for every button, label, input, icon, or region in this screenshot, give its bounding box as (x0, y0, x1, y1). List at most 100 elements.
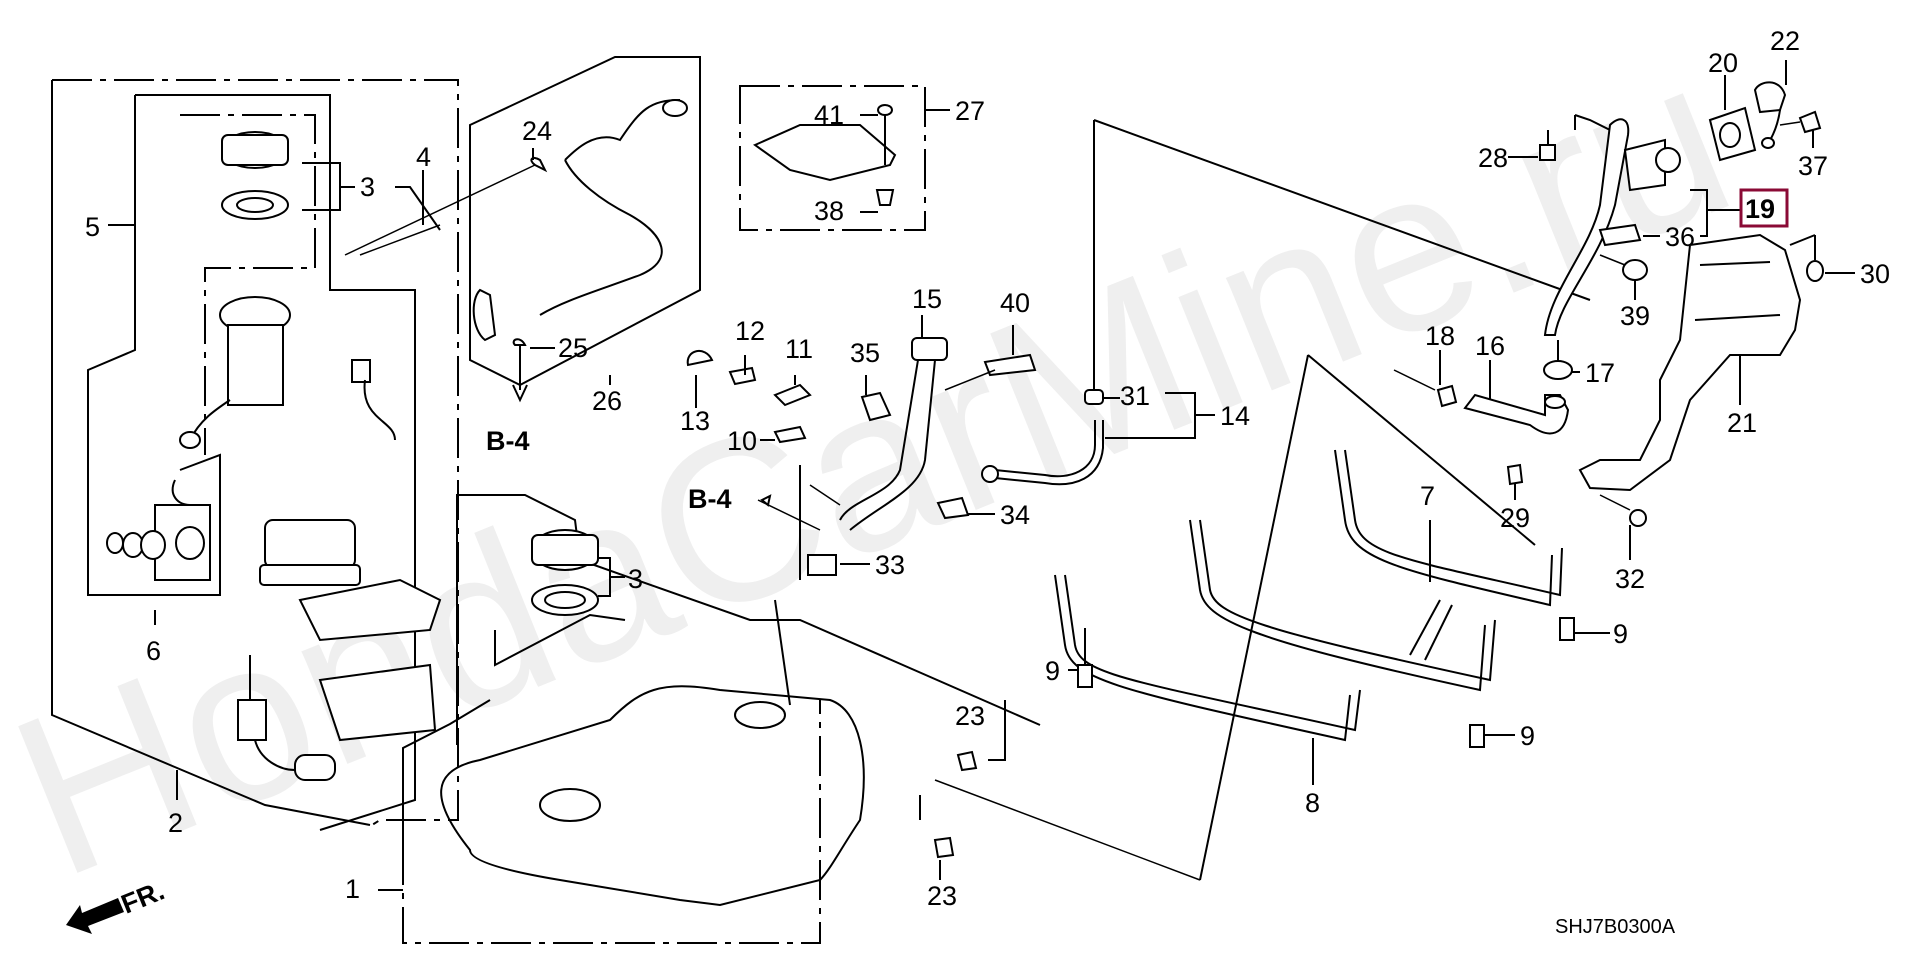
front-label: FR. (117, 875, 169, 919)
pump-gasket (221, 190, 289, 220)
clip-11 (773, 383, 812, 407)
pump-motor (264, 519, 356, 569)
callout-labels: 5 3 4 6 2 24 25 26 B-4 41 38 27 12 11 13… (85, 26, 1890, 938)
callout-14[interactable]: 14 (1220, 401, 1250, 431)
clip-36 (1598, 223, 1642, 247)
fuel-pump-module-group (51, 79, 459, 831)
callout-33[interactable]: 33 (875, 550, 905, 580)
callout-18[interactable]: 18 (1425, 321, 1455, 351)
harness-group (686, 315, 1037, 580)
clip-12 (728, 366, 757, 386)
callout-4[interactable]: 4 (416, 142, 431, 172)
callout-30[interactable]: 30 (1860, 259, 1890, 289)
callout-6[interactable]: 6 (146, 636, 161, 666)
strap-8 (1054, 574, 1351, 742)
callout-22[interactable]: 22 (1770, 26, 1800, 56)
callout-31[interactable]: 31 (1120, 381, 1150, 411)
callout-9-left[interactable]: 9 (1045, 656, 1060, 686)
callout-10[interactable]: 10 (727, 426, 757, 456)
clip-34 (936, 496, 970, 520)
front-arrow-icon (66, 898, 124, 934)
bolt-28 (1539, 144, 1556, 161)
filler-neck-group (1508, 60, 1822, 336)
pump-bracket (298, 578, 442, 642)
callout-7[interactable]: 7 (1420, 481, 1435, 511)
callout-8[interactable]: 8 (1305, 788, 1320, 818)
fuel-filter (318, 663, 437, 742)
clip-25 (512, 338, 527, 346)
callout-29[interactable]: 29 (1500, 503, 1530, 533)
callout-11[interactable]: 11 (785, 334, 813, 364)
screw-41 (877, 104, 893, 116)
clamp-18 (1436, 384, 1458, 408)
callout-9-bottom[interactable]: 9 (1520, 721, 1535, 751)
callout-23-upper[interactable]: 23 (955, 701, 985, 731)
callout-41[interactable]: 41 (814, 100, 844, 130)
clip-38 (875, 189, 895, 206)
callout-3-pump[interactable]: 3 (360, 172, 375, 202)
clamp-17 (1543, 360, 1573, 380)
callout-1[interactable]: 1 (345, 874, 360, 904)
callout-3-tank[interactable]: 3 (628, 564, 643, 594)
strap-7 (1334, 449, 1553, 607)
callout-24[interactable]: 24 (522, 116, 552, 146)
callout-37[interactable]: 37 (1798, 151, 1828, 181)
fuel-sender (237, 699, 267, 741)
fuel-tank (440, 685, 865, 907)
callout-13[interactable]: 13 (680, 406, 710, 436)
strap-middle (1189, 519, 1486, 692)
callout-35[interactable]: 35 (850, 338, 880, 368)
vent-tube-group (344, 56, 701, 403)
callout-23-lower[interactable]: 23 (927, 881, 957, 911)
cap-31 (1084, 389, 1104, 405)
cover-plate-group (739, 85, 950, 231)
callout-26[interactable]: 26 (592, 386, 622, 416)
section-ref-b4-lower[interactable]: B-4 (688, 484, 732, 514)
clip-10 (773, 425, 807, 444)
front-direction-indicator: FR. (66, 875, 169, 934)
clip-35 (860, 391, 892, 422)
highlight-box-19 (1739, 188, 1789, 228)
callout-19-highlighted[interactable]: 19 (1745, 194, 1775, 224)
clip-32 (1629, 509, 1647, 527)
connector-15 (911, 337, 948, 361)
bolt-9c (1469, 724, 1485, 748)
group-outline-strap (1307, 354, 1536, 546)
callout-27[interactable]: 27 (955, 96, 985, 126)
callout-16[interactable]: 16 (1475, 331, 1505, 361)
callout-9-right[interactable]: 9 (1613, 619, 1628, 649)
bolt-40 (983, 353, 1037, 377)
gasket-tank (531, 584, 599, 616)
section-ref-b4-upper[interactable]: B-4 (486, 426, 530, 456)
callout-25[interactable]: 25 (558, 333, 588, 363)
filler-neck (1543, 118, 1630, 336)
hose-group (1393, 340, 1580, 435)
clip-37 (1798, 110, 1822, 134)
callout-12[interactable]: 12 (735, 316, 765, 346)
callout-15[interactable]: 15 (912, 284, 942, 314)
clip-33 (807, 554, 837, 576)
nut-29 (1506, 463, 1524, 486)
fill-tube-group (981, 290, 1215, 486)
callout-28[interactable]: 28 (1478, 143, 1508, 173)
clip-23a (956, 750, 978, 772)
callout-20[interactable]: 20 (1708, 48, 1738, 78)
splash-guard-group (1506, 233, 1855, 560)
bolt-9a (1559, 617, 1575, 641)
fuel-tank-group (378, 494, 1201, 944)
callout-21[interactable]: 21 (1727, 408, 1757, 438)
callout-5[interactable]: 5 (85, 212, 100, 242)
clip-23b (933, 836, 955, 859)
callout-32[interactable]: 32 (1615, 564, 1645, 594)
bolt-39 (1622, 259, 1648, 281)
callout-38[interactable]: 38 (814, 196, 844, 226)
callout-2[interactable]: 2 (168, 808, 183, 838)
callout-40[interactable]: 40 (1000, 288, 1030, 318)
callout-36[interactable]: 36 (1665, 222, 1695, 252)
callout-39[interactable]: 39 (1620, 301, 1650, 331)
callout-17[interactable]: 17 (1585, 358, 1615, 388)
access-cover (752, 124, 897, 182)
filler-base-20 (1708, 106, 1757, 162)
callout-34[interactable]: 34 (1000, 500, 1030, 530)
